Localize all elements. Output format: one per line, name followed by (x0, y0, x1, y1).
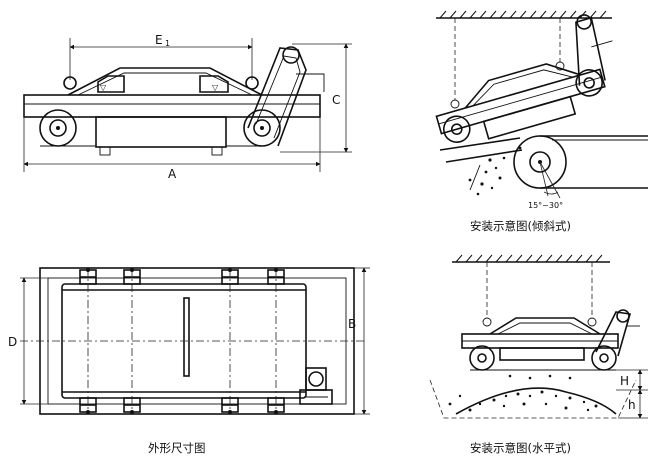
dim-label-a: A (168, 167, 177, 181)
dim-label-h-lower: h (628, 398, 636, 412)
dim-label-c: C (332, 93, 340, 107)
svg-text:1: 1 (165, 39, 170, 48)
dim-label-b: B (348, 317, 356, 331)
dim-label-e: E (155, 33, 163, 47)
svg-text:▽: ▽ (100, 83, 107, 92)
horizontal-installation-view: H h 安装示意图(水平式) (429, 254, 648, 455)
caption-inclined: 安装示意图(倾斜式) (470, 219, 571, 233)
plan-view: D B 外形尺寸图 (8, 267, 370, 455)
svg-text:▽: ▽ (212, 83, 219, 92)
inclined-installation-view: 15°~30° 安装示意图(倾斜式) (435, 10, 648, 233)
caption-outline: 外形尺寸图 (148, 441, 206, 455)
angle-label: 15°~30° (528, 201, 563, 210)
caption-horizontal: 安装示意图(水平式) (470, 441, 571, 455)
dim-label-h-upper: H (620, 374, 629, 388)
top-brackets (79, 268, 285, 285)
bottom-brackets (79, 397, 285, 414)
side-elevation-view: E 1 ▽ ▽ (23, 33, 352, 181)
dim-label-d: D (8, 335, 17, 349)
